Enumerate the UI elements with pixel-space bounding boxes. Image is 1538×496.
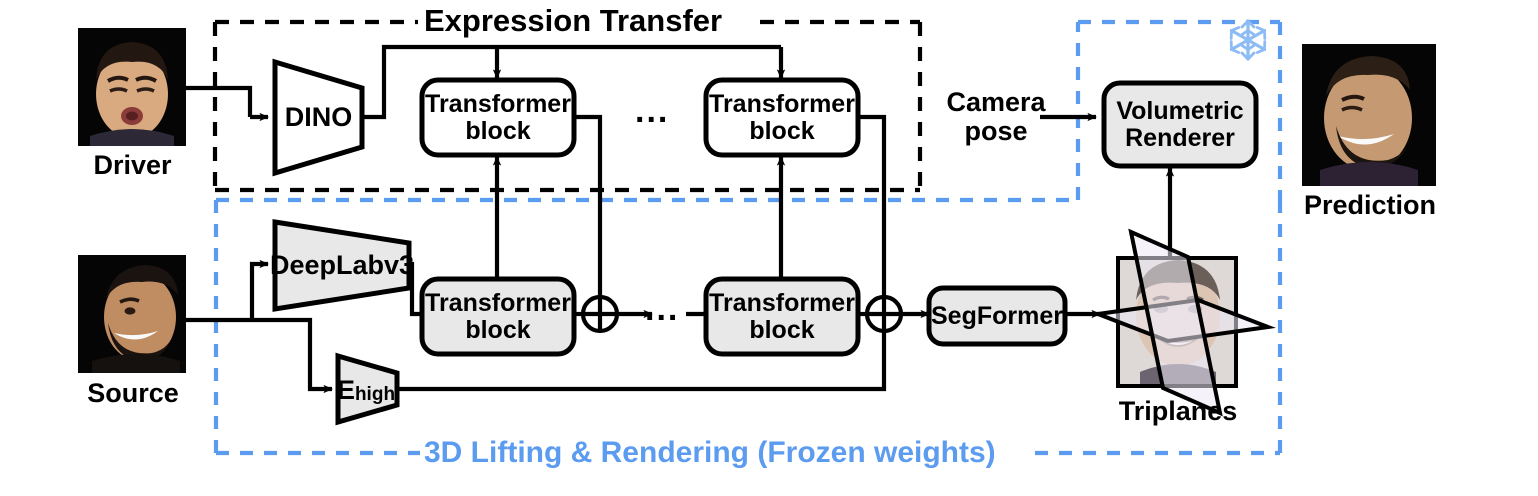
- segformer-block[interactable]: [926, 285, 1068, 347]
- driver-caption: Driver: [93, 150, 172, 180]
- triplanes-caption: Triplanes: [1118, 396, 1238, 426]
- source-caption: Source: [87, 378, 179, 408]
- expression-transfer-group-border: [212, 19, 923, 193]
- triplanes-illustration: [1090, 228, 1276, 417]
- deeplabv3-block[interactable]: [272, 219, 412, 312]
- transformer-block-bottom-1[interactable]: [419, 276, 577, 357]
- transformer-block-top-2[interactable]: [703, 77, 861, 158]
- prediction-photo: [1302, 44, 1436, 186]
- expression-transfer-title: Expression Transfer: [424, 3, 723, 38]
- lifting-group-border: [213, 19, 1283, 456]
- ellipsis-bottom: ...: [645, 290, 680, 328]
- ellipsis-top: ...: [635, 92, 670, 130]
- transformer-block-bottom-2[interactable]: [703, 276, 861, 357]
- ehigh-block[interactable]: [335, 352, 400, 426]
- driver-photo: [78, 28, 186, 146]
- volumetric-renderer-block[interactable]: [1101, 80, 1259, 169]
- dino-block[interactable]: [272, 58, 365, 177]
- transformer-block-top-1[interactable]: [419, 77, 577, 158]
- snowflake-icon: [1229, 19, 1267, 61]
- lifting-group-label: 3D Lifting & Rendering (Frozen weights): [424, 436, 996, 469]
- source-photo: [78, 255, 186, 373]
- prediction-caption: Prediction: [1303, 190, 1437, 220]
- wiring-bottom: [185, 112, 1175, 394]
- wiring-top: [185, 44, 887, 320]
